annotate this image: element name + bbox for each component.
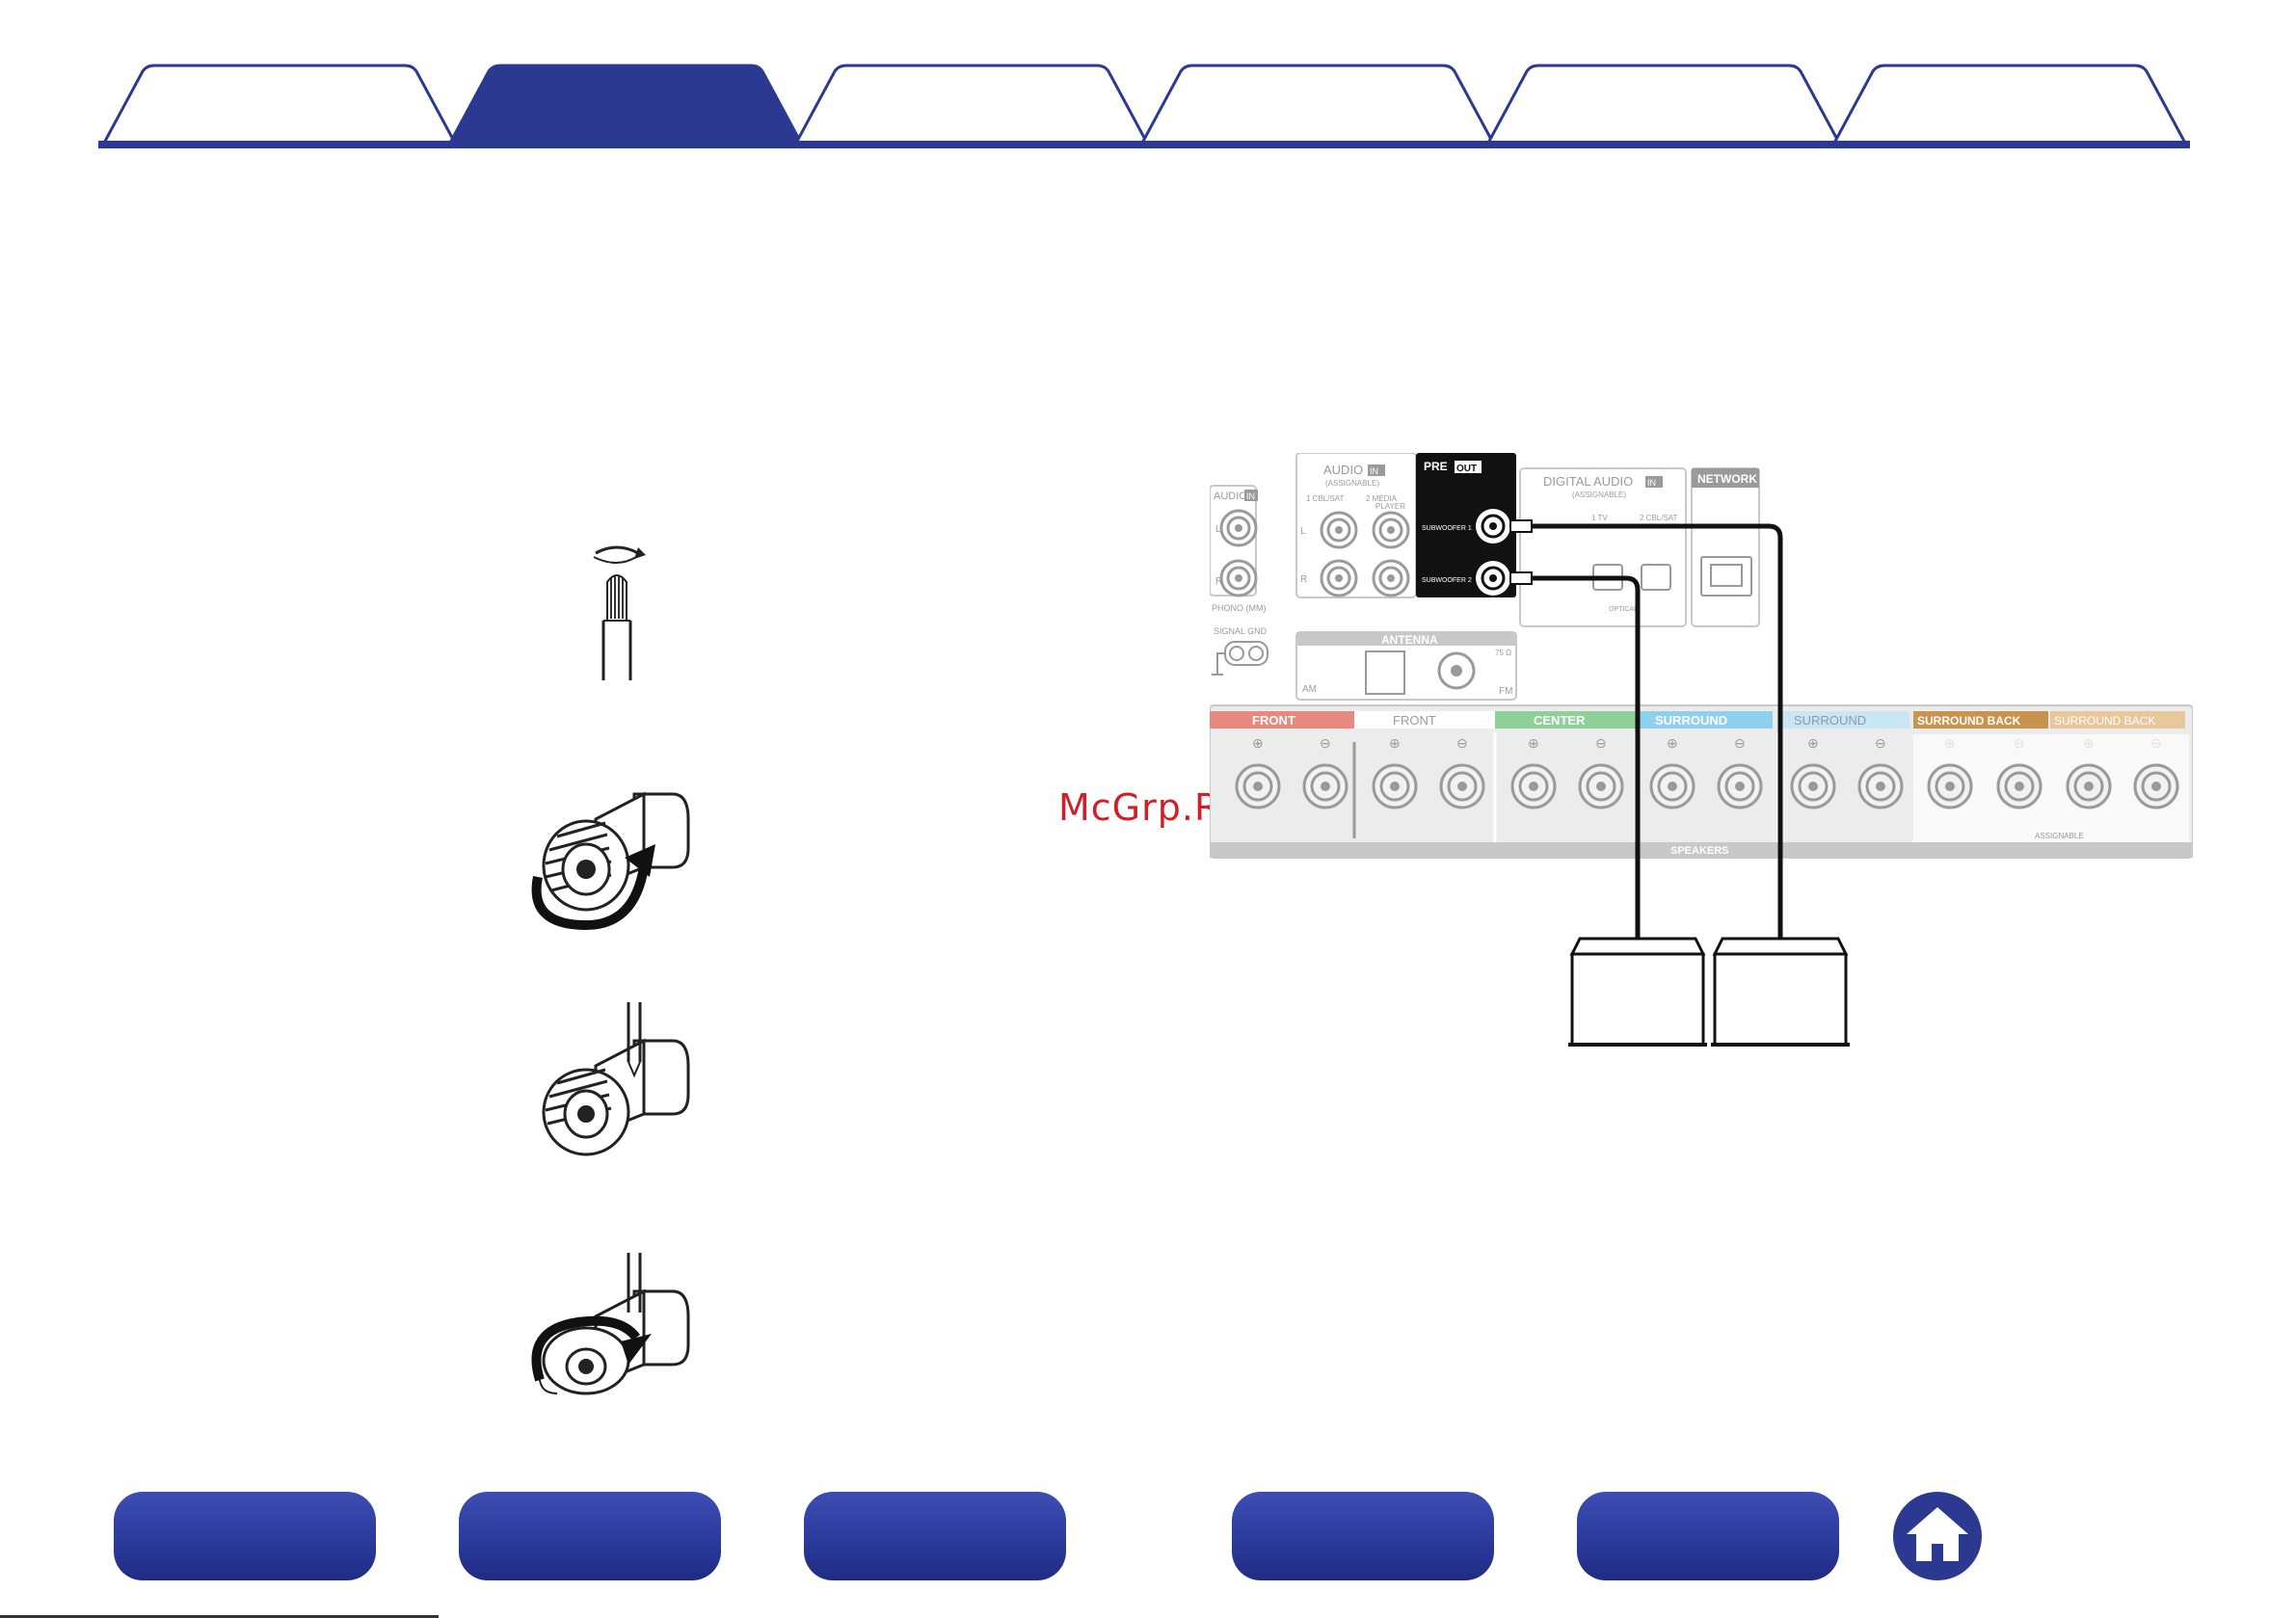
rear-panel-diagram: AUDIO IN L R PHONO (MM) SIGNAL GND AUDIO… bbox=[1209, 452, 2194, 1050]
audio-in-phono-panel: AUDIO IN L R PHONO (MM) SIGNAL GND bbox=[1209, 485, 1268, 676]
svg-text:⊖: ⊖ bbox=[1320, 735, 1331, 751]
audio-in-assignable-panel: AUDIO IN (ASSIGNABLE) 1 CBL/SAT 2 MEDIA … bbox=[1295, 452, 1417, 598]
svg-text:L: L bbox=[1300, 526, 1306, 537]
svg-text:DIGITAL AUDIO: DIGITAL AUDIO bbox=[1543, 474, 1633, 489]
svg-text:R: R bbox=[1215, 576, 1222, 587]
svg-text:PLAYER: PLAYER bbox=[1375, 502, 1405, 511]
svg-text:SURROUND BACK: SURROUND BACK bbox=[1917, 714, 2021, 728]
subwoofer-1-icon bbox=[1568, 937, 1707, 1047]
svg-text:L: L bbox=[1215, 524, 1221, 535]
tab-underline bbox=[98, 141, 2190, 148]
tab-3[interactable] bbox=[792, 64, 1151, 148]
svg-text:1 TV: 1 TV bbox=[1591, 514, 1608, 522]
svg-text:SURROUND BACK: SURROUND BACK bbox=[2054, 714, 2155, 728]
svg-text:⊕: ⊕ bbox=[1389, 735, 1401, 751]
audio-in-badge: IN bbox=[1246, 491, 1255, 501]
svg-text:ANTENNA: ANTENNA bbox=[1381, 633, 1438, 647]
svg-text:(ASSIGNABLE): (ASSIGNABLE) bbox=[1325, 479, 1379, 488]
nav-button-4[interactable] bbox=[1232, 1492, 1494, 1580]
svg-text:⊕: ⊕ bbox=[1528, 735, 1539, 751]
footer-rule bbox=[0, 1615, 439, 1618]
tighten-terminal-illustration bbox=[528, 1253, 692, 1402]
svg-text:IN: IN bbox=[1370, 466, 1378, 476]
svg-text:ASSIGNABLE: ASSIGNABLE bbox=[2035, 832, 2084, 840]
tab-6[interactable] bbox=[1830, 64, 2189, 148]
tab-5[interactable] bbox=[1484, 64, 1843, 148]
svg-text:⊖: ⊖ bbox=[1875, 735, 1886, 751]
audio-in-title: AUDIO bbox=[1214, 491, 1247, 502]
svg-text:OPTICAL: OPTICAL bbox=[1609, 606, 1638, 613]
loosen-terminal-illustration bbox=[528, 781, 692, 940]
svg-text:⊖: ⊖ bbox=[1734, 735, 1746, 751]
svg-text:2 MEDIA: 2 MEDIA bbox=[1366, 494, 1398, 503]
phono-label: PHONO (MM) bbox=[1212, 603, 1267, 613]
svg-text:OUT: OUT bbox=[1456, 464, 1477, 474]
tab-4[interactable] bbox=[1138, 64, 1497, 148]
svg-text:FRONT: FRONT bbox=[1252, 713, 1295, 728]
svg-text:PRE: PRE bbox=[1424, 460, 1448, 473]
nav-button-5[interactable] bbox=[1577, 1492, 1839, 1580]
svg-text:SURROUND: SURROUND bbox=[1794, 713, 1866, 728]
svg-text:2 CBL/SAT: 2 CBL/SAT bbox=[1640, 514, 1678, 522]
svg-text:⊖: ⊖ bbox=[1456, 735, 1468, 751]
network-panel: NETWORK bbox=[1691, 467, 1760, 627]
svg-text:R: R bbox=[1300, 574, 1307, 585]
tab-bar bbox=[0, 0, 2296, 154]
insert-wire-illustration bbox=[528, 1002, 692, 1161]
speakers-panel: FRONT FRONT CENTER SURROUND SURROUND SUR… bbox=[1209, 704, 2194, 859]
svg-text:(ASSIGNABLE): (ASSIGNABLE) bbox=[1572, 491, 1626, 499]
subwoofer-1-label: SUBWOOFER 1 bbox=[1422, 525, 1472, 532]
svg-text:⊕: ⊕ bbox=[1667, 735, 1678, 751]
svg-text:⊖: ⊖ bbox=[1595, 735, 1607, 751]
subwoofer-cables bbox=[1509, 519, 1783, 939]
nav-button-3[interactable] bbox=[804, 1492, 1066, 1580]
subwoofer-2-icon bbox=[1711, 937, 1850, 1047]
svg-text:1 CBL/SAT: 1 CBL/SAT bbox=[1306, 494, 1345, 503]
home-icon bbox=[1907, 1507, 1968, 1561]
svg-text:CENTER: CENTER bbox=[1534, 713, 1586, 728]
svg-text:SPEAKERS: SPEAKERS bbox=[1670, 845, 1729, 857]
nav-button-2[interactable] bbox=[459, 1492, 721, 1580]
home-button[interactable] bbox=[1893, 1492, 1982, 1580]
tab-1[interactable] bbox=[100, 64, 459, 148]
svg-text:AM: AM bbox=[1302, 684, 1317, 695]
svg-text:75 Ω: 75 Ω bbox=[1495, 649, 1511, 657]
svg-text:IN: IN bbox=[1647, 478, 1656, 488]
svg-text:SURROUND: SURROUND bbox=[1655, 713, 1727, 728]
svg-text:AUDIO: AUDIO bbox=[1323, 463, 1363, 477]
svg-text:FM: FM bbox=[1499, 686, 1512, 697]
nav-button-1[interactable] bbox=[114, 1492, 376, 1580]
digital-audio-panel: DIGITAL AUDIO IN (ASSIGNABLE) 1 TV 2 CBL… bbox=[1519, 467, 1687, 627]
svg-text:⊕: ⊕ bbox=[1807, 735, 1819, 751]
antenna-panel: ANTENNA AM FM 75 Ω bbox=[1295, 631, 1517, 701]
svg-text:NETWORK: NETWORK bbox=[1697, 472, 1757, 486]
pre-out-panel: PRE OUT SUBWOOFER 1 SUBWOOFER 2 bbox=[1416, 453, 1516, 597]
subwoofer-2-label: SUBWOOFER 2 bbox=[1422, 577, 1472, 584]
svg-text:FRONT: FRONT bbox=[1393, 713, 1436, 728]
twisted-wire-illustration bbox=[569, 540, 665, 689]
svg-text:⊕: ⊕ bbox=[1252, 735, 1264, 751]
signal-gnd-label: SIGNAL GND bbox=[1214, 626, 1268, 636]
tab-2[interactable] bbox=[446, 64, 805, 148]
